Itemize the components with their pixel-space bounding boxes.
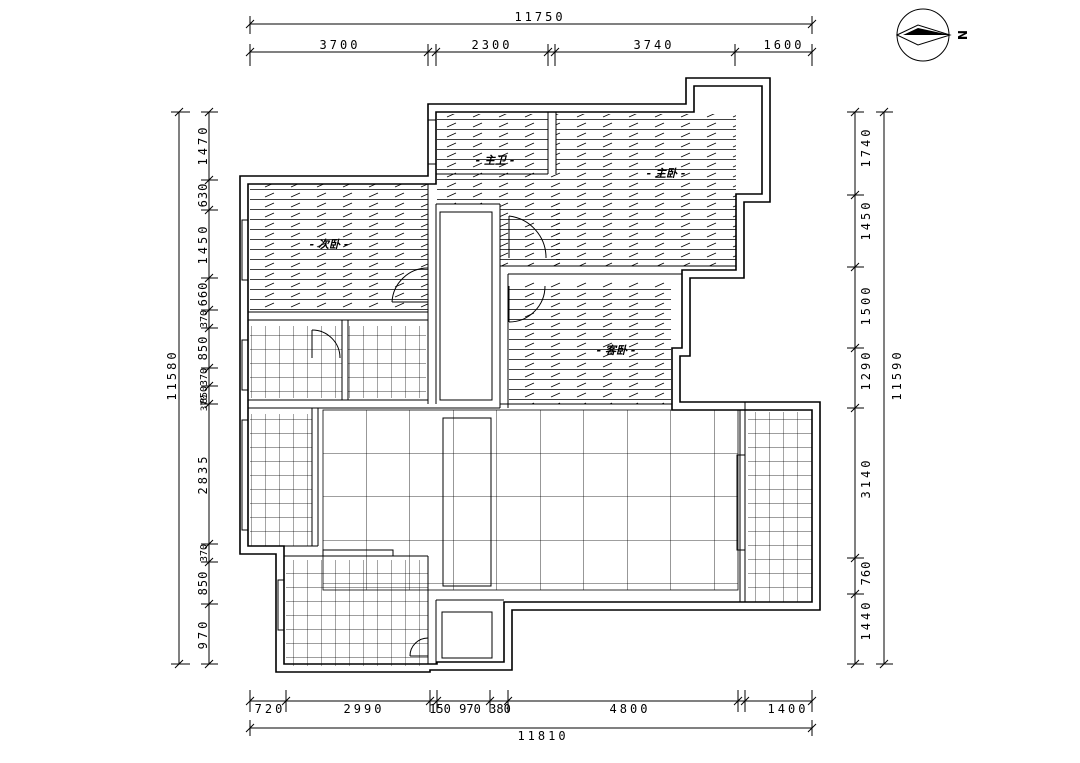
- room-label-guest-bed: - 客卧 -: [597, 344, 636, 357]
- master-bath-floor: [437, 114, 548, 174]
- left-dimension-total: 11580: [165, 107, 190, 669]
- master-bed-floor: [556, 114, 736, 266]
- left-dim-label: 630: [196, 183, 210, 208]
- right-dim-label: 1440: [859, 600, 873, 641]
- bottom-dim-label: 380: [489, 702, 511, 716]
- right-total-dim-label: 11590: [890, 349, 904, 400]
- cabinet-strip: [442, 417, 492, 587]
- guest-bed-floor: [509, 280, 671, 404]
- bath-b-floor: [348, 326, 426, 398]
- master-bed-floor-ext: [437, 174, 556, 204]
- room-label-master-bed: - 主卧 -: [647, 167, 686, 180]
- right-dim-label: 1450: [859, 200, 873, 241]
- top-dimension-total: 11750: [245, 10, 817, 34]
- left-dim-label: 370: [200, 395, 210, 411]
- north-arrow-icon: N: [895, 8, 969, 62]
- left-dim-label: 660: [196, 282, 210, 307]
- left-total-dim-label: 11580: [165, 349, 179, 400]
- left-dim-label: 970: [196, 619, 210, 650]
- doors: [311, 215, 547, 657]
- right-dim-label: 1740: [859, 127, 873, 168]
- bottom-dim-label: 4800: [610, 702, 651, 716]
- left-dim-label: 850: [196, 571, 210, 596]
- north-label: N: [955, 30, 969, 40]
- left-dim-label: 1450: [196, 224, 210, 265]
- left-dimension-segments: 1470 630 1450 660 370 850 370 850 370 28…: [196, 107, 218, 669]
- living-room-floor: [323, 410, 738, 590]
- left-dim-label: 370: [199, 310, 210, 328]
- right-dimension-total: 11590: [876, 107, 904, 669]
- room-label-master-bath: - 主卫 -: [476, 154, 515, 167]
- left-dim-label: 2835: [196, 454, 210, 495]
- bottom-dim-label: 1400: [768, 702, 809, 716]
- top-dimension-segments: 3700 2300 3740 1600: [245, 38, 817, 66]
- bottom-dimension-total: 11810: [245, 720, 817, 743]
- kitchen-floor: [250, 414, 312, 546]
- master-bed-floor-ext2: [500, 204, 560, 266]
- bottom-dim-label: 970: [459, 702, 481, 716]
- living-room-outline: [322, 409, 739, 591]
- right-dim-label: 1290: [859, 350, 873, 391]
- bottom-dim-label: 150: [429, 702, 451, 716]
- left-dim-label: 850: [199, 386, 210, 404]
- right-dim-label: 3140: [859, 458, 873, 499]
- top-dim-label: 1600: [764, 38, 805, 52]
- shaft-box: [441, 611, 493, 659]
- top-total-dim-label: 11750: [514, 10, 565, 24]
- bottom-dimension-segments: 720 2990 150 970 380 4800 1400: [245, 690, 817, 716]
- room-label-second-bed: - 次卧 -: [310, 238, 349, 251]
- right-dim-label: 1500: [859, 285, 873, 326]
- right-dimension-segments: 1740 1450 1500 1290 3140 760 1440: [847, 107, 873, 669]
- bath-a-floor: [250, 326, 342, 398]
- bottom-dim-label: 720: [255, 702, 286, 716]
- right-dim-label: 760: [859, 561, 873, 586]
- top-dim-label: 3700: [320, 38, 361, 52]
- windows: [241, 119, 746, 631]
- top-dim-label: 3740: [634, 38, 675, 52]
- bottom-total-dim-label: 11810: [517, 729, 568, 743]
- left-dim-label: 850: [196, 336, 210, 361]
- balcony-floor: [748, 412, 812, 602]
- left-dim-label: 1470: [196, 125, 210, 166]
- top-dim-label: 2300: [472, 38, 513, 52]
- left-dim-label: 370: [199, 368, 210, 386]
- wardrobe-strip: [439, 211, 493, 401]
- left-dim-label: 370: [199, 544, 210, 562]
- bottom-dim-label: 2990: [344, 702, 385, 716]
- second-bed-floor: [250, 184, 428, 312]
